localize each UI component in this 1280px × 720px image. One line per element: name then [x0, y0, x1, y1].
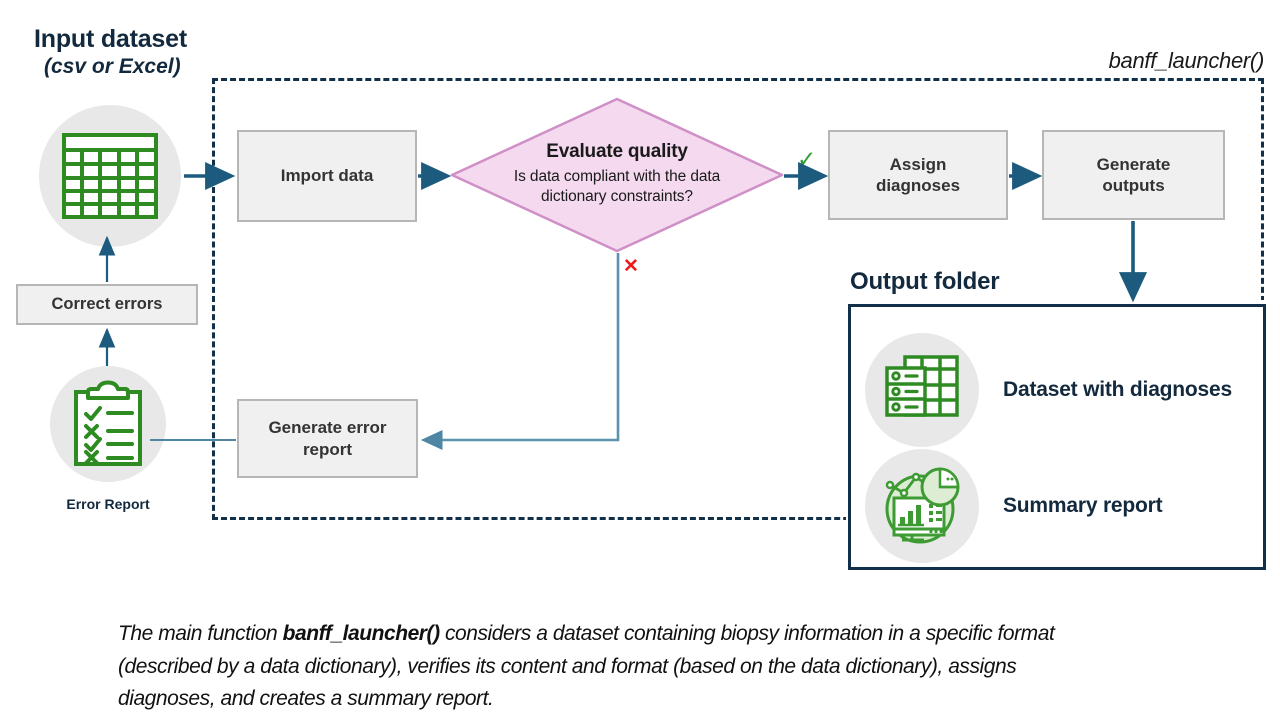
summary-icon-circle	[865, 449, 979, 563]
output-folder-title: Output folder	[850, 268, 1000, 295]
error-report-caption: Error Report	[66, 496, 150, 512]
error-report-icon-circle	[50, 366, 166, 482]
yes-branch-check-icon: ✓	[797, 146, 817, 172]
caption-bold: banff_launcher()	[282, 622, 440, 645]
node-generate-outputs[interactable]: Generate outputs	[1042, 130, 1225, 220]
banff-launcher-label: banff_launcher()	[1108, 48, 1265, 73]
decision-title: Evaluate quality	[546, 141, 688, 162]
output-label-dataset: Dataset with diagnoses	[1003, 378, 1232, 401]
output-item-summary[interactable]: Summary report	[865, 449, 1163, 563]
caption-part2: considers a dataset containing biopsy in…	[118, 622, 1055, 711]
decision-evaluate-quality[interactable]: Evaluate quality Is data compliant with …	[450, 97, 784, 253]
spreadsheet-icon	[62, 133, 158, 219]
caption-part1: The main function	[118, 622, 283, 645]
no-branch-cross-icon: ✕	[623, 256, 639, 277]
dataset-table-icon	[885, 355, 959, 417]
arrow-decision-no-to-error-report	[420, 253, 620, 451]
output-folder-box: Dataset with diagnoses	[848, 304, 1266, 570]
clipboard-checklist-icon	[74, 380, 142, 466]
diamond-shape	[450, 97, 784, 253]
node-correct-errors[interactable]: Correct errors	[16, 284, 198, 325]
input-dataset-title: Input dataset	[34, 25, 187, 53]
output-item-dataset[interactable]: Dataset with diagnoses	[865, 333, 1232, 447]
input-dataset-icon-circle	[39, 105, 181, 247]
node-assign-diagnoses[interactable]: Assign diagnoses	[828, 130, 1008, 220]
summary-chart-icon	[885, 467, 960, 544]
decision-question: Is data compliant with the data dictiona…	[513, 168, 721, 205]
node-import-data[interactable]: Import data	[237, 130, 417, 222]
dataset-icon-circle	[865, 333, 979, 447]
figure-caption: The main function banff_launcher() consi…	[118, 618, 1108, 716]
input-dataset-subtitle: (csv or Excel)	[44, 55, 181, 78]
node-generate-error-report[interactable]: Generate error report	[237, 399, 418, 478]
output-label-summary: Summary report	[1003, 494, 1163, 517]
